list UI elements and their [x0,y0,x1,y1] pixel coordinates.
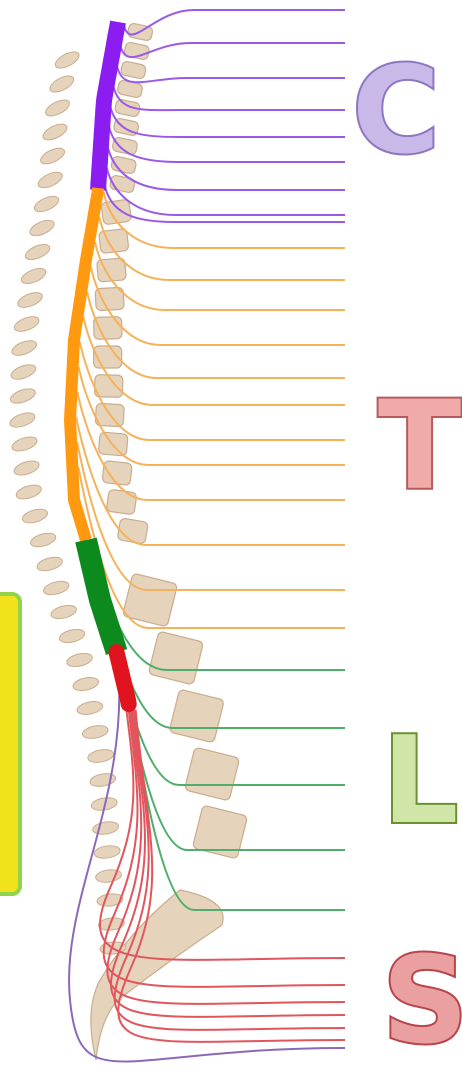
spinous-process [36,169,65,191]
vertebral-body [148,631,203,685]
spinous-process [58,627,86,645]
spinous-process [89,772,117,788]
vertebral-body [120,61,146,80]
vertebral-body [169,689,224,743]
spinous-process [41,121,70,143]
cervical-nerve [108,124,345,162]
spinous-process [42,579,70,597]
spinous-process [81,724,109,741]
spinous-process [72,675,100,692]
cervical-nerve [113,84,345,110]
cervical-nerve [124,10,345,34]
spinous-process [10,338,39,358]
spinous-process [93,844,120,860]
spinous-process [16,290,45,311]
thoracic-nerve [91,267,345,345]
vertebral-body [110,156,136,175]
thoracic-nerve [87,292,345,378]
spinous-process [53,49,82,72]
vertebral-body [102,461,132,486]
vertebral-body [93,317,122,340]
vertebral-body [184,747,239,801]
spinous-process [43,97,72,119]
spinous-process [21,507,49,526]
spinous-process [8,410,36,430]
spinous-process [66,651,94,669]
spinous-process [48,73,77,96]
cervical-nerve [120,43,345,57]
spinous-process [32,193,61,215]
spinous-process [38,145,67,167]
spinous-process [92,820,120,836]
cervical-nerve [107,144,345,190]
vertebral-body [124,42,150,61]
cervical-nerve [116,64,345,82]
region-label-thoracic: T [378,385,461,507]
sacrum [91,890,223,1060]
sacral-nerve [115,696,345,1030]
vertebral-body [112,137,138,156]
spinous-process [28,217,57,238]
spinous-process [10,434,38,454]
spinous-process [50,603,78,621]
thoracic-nerve [83,317,345,405]
spinous-process [19,265,48,286]
region-label-sacral: S [382,942,462,1062]
spinous-process [29,531,57,550]
spinous-process [9,386,38,406]
spinous-process [15,482,43,501]
highlight-box [0,592,22,896]
spinous-process [87,748,115,765]
spinous-process [12,314,41,335]
thoracic-nerve [104,192,345,248]
thoracic-nerve [95,242,345,310]
spinous-process [36,555,64,573]
spinous-process [9,362,38,382]
vertebral-body [106,489,137,515]
sacral-cord-segment [117,652,129,704]
spinous-process [23,241,52,262]
region-label-lumbar: L [382,722,458,842]
spinous-process [76,699,104,716]
spinous-process [12,458,40,477]
region-label-cervical: C [352,52,440,172]
